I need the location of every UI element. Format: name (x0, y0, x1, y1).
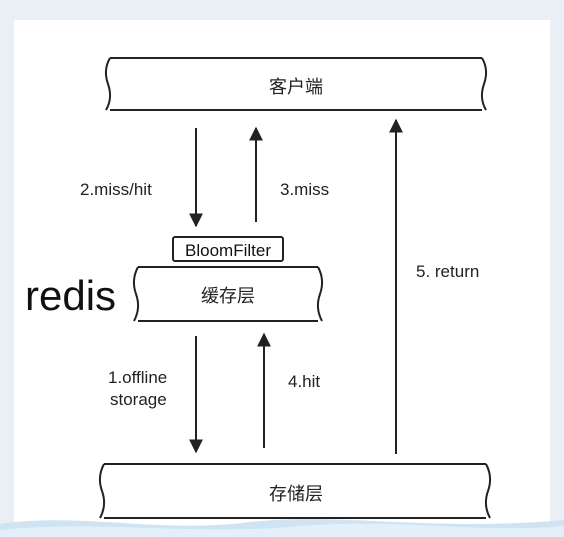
hit-label: 4.hit (288, 372, 321, 391)
offline-storage-label-line1: 1.offline (108, 368, 168, 387)
bloom-filter-box: BloomFilter (172, 236, 284, 262)
diagram-frame (14, 20, 550, 530)
cache-layer-label: 缓存层 (201, 286, 255, 307)
miss-label: 3.miss (280, 180, 330, 199)
storage-layer-box (98, 463, 492, 519)
decorative-wave (0, 519, 564, 537)
offline-storage-label-line2: storage (110, 390, 167, 409)
cache-layer-box (132, 266, 324, 322)
client-layer-box (104, 57, 488, 111)
storage-layer-label: 存储层 (269, 484, 323, 505)
redis-label: redis (25, 272, 117, 319)
miss-hit-label: 2.miss/hit (80, 180, 152, 199)
return-label: 5. return (416, 262, 480, 281)
client-layer-label: 客户端 (269, 77, 323, 98)
